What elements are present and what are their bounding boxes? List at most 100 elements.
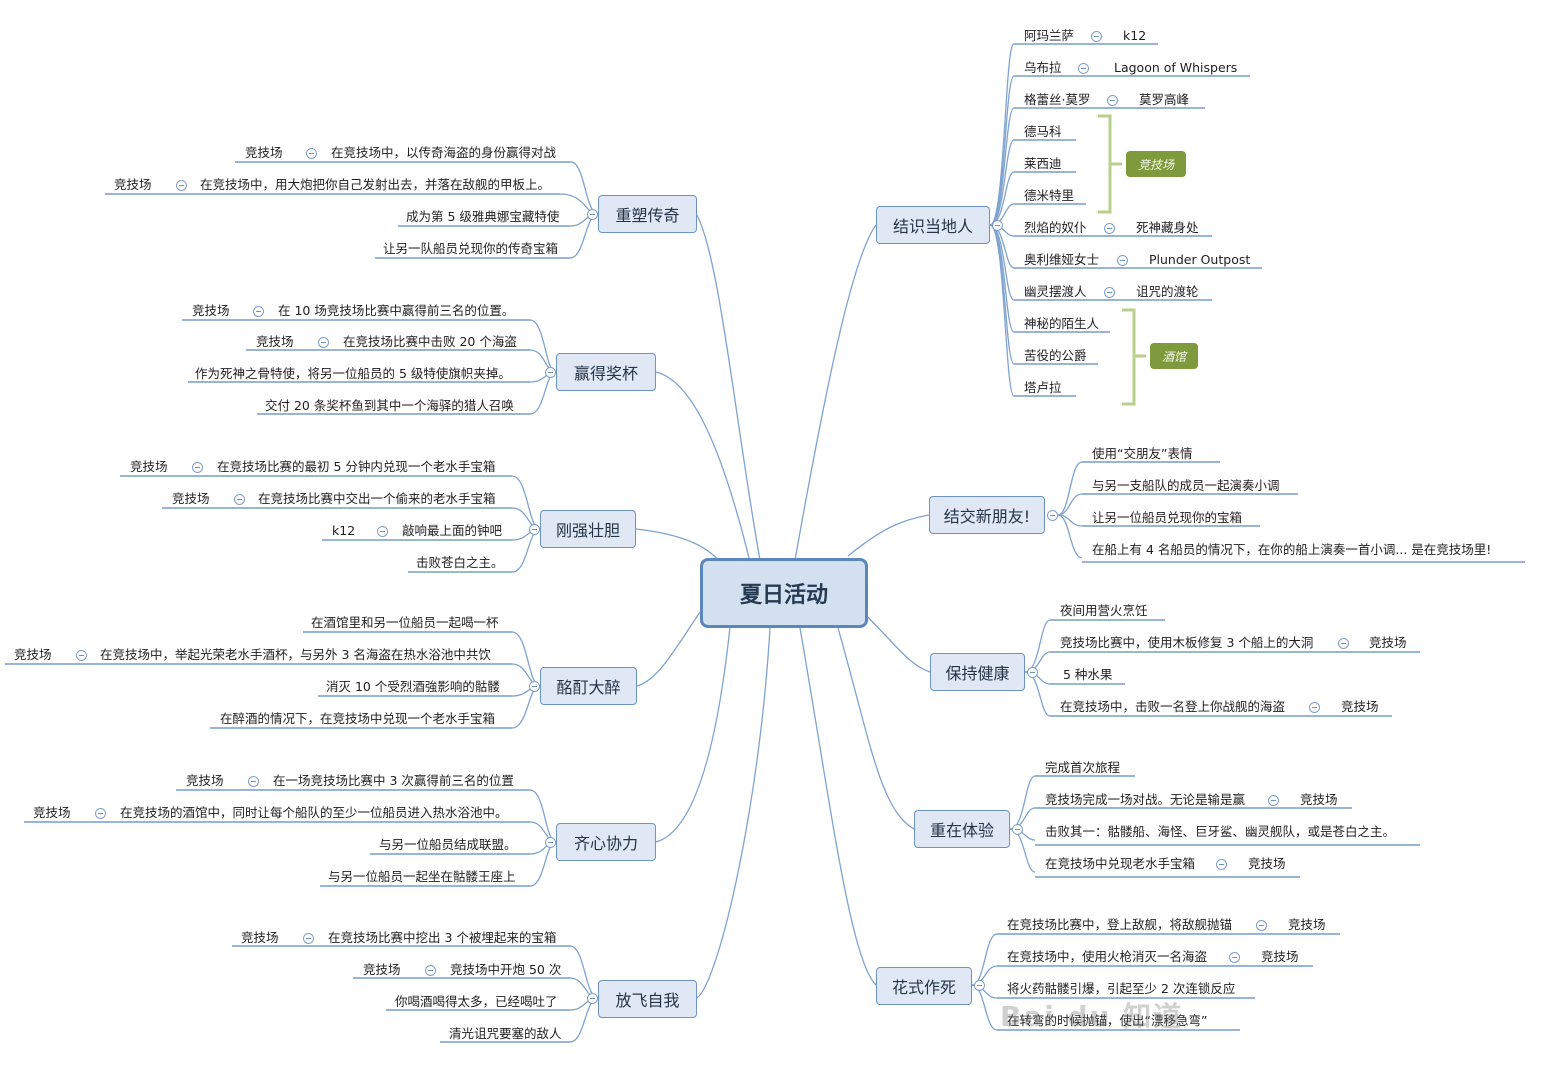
- branch-meet-locals[interactable]: 结识当地人: [876, 206, 990, 244]
- collapse-toggle-icon[interactable]: [1338, 638, 1349, 649]
- leaf-item[interactable]: 竞技场中开炮 50 次: [450, 962, 562, 977]
- leaf-item[interactable]: 在竞技场中，举起光荣老水手酒杯，与另外 3 名海盗在热水浴池中共饮: [100, 647, 491, 662]
- leaf-item[interactable]: 在竞技场中，击败一名登上你战舰的海盗: [1060, 699, 1286, 714]
- leaf-item[interactable]: 在竞技场中，使用火枪消灭一名海盗: [1007, 949, 1208, 964]
- leaf-item[interactable]: 与另一支船队的成员一起演奏小调: [1092, 478, 1280, 493]
- leaf-item[interactable]: 格蕾丝·莫罗: [1024, 92, 1091, 107]
- collapse-toggle-icon[interactable]: [95, 808, 106, 819]
- arena-tag[interactable]: 竞技场: [245, 145, 283, 160]
- leaf-item[interactable]: 在 10 场竞技场比赛中赢得前三名的位置。: [278, 303, 515, 318]
- leaf-item[interactable]: 幽灵摆渡人: [1024, 284, 1087, 299]
- arena-tag[interactable]: 竞技场: [114, 177, 152, 192]
- collapse-toggle-icon[interactable]: [529, 524, 540, 535]
- collapse-toggle-icon[interactable]: [1012, 824, 1023, 835]
- arena-tag[interactable]: 竞技场: [1369, 635, 1407, 650]
- arena-tag[interactable]: 竞技场: [1300, 792, 1338, 807]
- leaf-item[interactable]: 5 种水果: [1063, 667, 1113, 682]
- leaf-item[interactable]: 你喝酒喝得太多，已经喝吐了: [395, 994, 558, 1009]
- leaf-item[interactable]: 在竞技场比赛中，登上敌舰，将敌舰抛锚: [1007, 917, 1233, 932]
- collapse-toggle-icon[interactable]: [234, 494, 245, 505]
- collapse-toggle-icon[interactable]: [1047, 510, 1058, 521]
- ferry-tag[interactable]: 诅咒的渡轮: [1136, 284, 1199, 299]
- collapse-toggle-icon[interactable]: [425, 965, 436, 976]
- collapse-toggle-icon[interactable]: [974, 980, 985, 991]
- collapse-toggle-icon[interactable]: [587, 209, 598, 220]
- collapse-toggle-icon[interactable]: [545, 367, 556, 378]
- leaf-item[interactable]: 竞技场比赛中，使用木板修复 3 个船上的大洞: [1060, 635, 1314, 650]
- arena-tag[interactable]: 竞技场: [1248, 856, 1286, 871]
- collapse-toggle-icon[interactable]: [1027, 667, 1038, 678]
- branch-brave[interactable]: 刚强壮胆: [540, 510, 636, 548]
- leaf-item[interactable]: 在竞技场比赛中击败 20 个海盗: [343, 334, 517, 349]
- leaf-item[interactable]: 与另一位船员一起坐在骷髅王座上: [328, 869, 516, 884]
- leaf-item[interactable]: 在转弯的时候抛锚，使出“漂移急弯”: [1007, 1013, 1208, 1028]
- collapse-toggle-icon[interactable]: [1104, 287, 1115, 298]
- arena-tag[interactable]: 竞技场: [130, 459, 168, 474]
- leaf-item[interactable]: 消灭 10 个受烈酒強影响的骷髅: [326, 679, 500, 694]
- collapse-toggle-icon[interactable]: [529, 681, 540, 692]
- collapse-toggle-icon[interactable]: [1216, 859, 1227, 870]
- leaf-item[interactable]: 塔卢拉: [1024, 380, 1062, 395]
- branch-stay-healthy[interactable]: 保持健康: [930, 653, 1025, 691]
- collapse-toggle-icon[interactable]: [76, 650, 87, 661]
- leaf-item[interactable]: 德马科: [1024, 124, 1062, 139]
- branch-drunk[interactable]: 酩酊大醉: [540, 667, 637, 705]
- branch-teamwork[interactable]: 齐心协力: [556, 823, 656, 861]
- collapse-toggle-icon[interactable]: [1104, 223, 1115, 234]
- collapse-toggle-icon[interactable]: [1117, 255, 1128, 266]
- branch-fancy-death[interactable]: 花式作死: [876, 967, 972, 1005]
- collapse-toggle-icon[interactable]: [545, 837, 556, 848]
- leaf-item[interactable]: 在竞技场中，以传奇海盗的身份赢得对战: [331, 145, 557, 160]
- leaf-item[interactable]: 使用“交朋友”表情: [1092, 446, 1193, 461]
- leaf-item[interactable]: 在酒馆里和另一位船员一起喝一杯: [311, 615, 499, 630]
- leaf-item[interactable]: 在竞技场比赛中交出一个偷来的老水手宝箱: [258, 491, 496, 506]
- leaf-item[interactable]: 让另一位船员兑现你的宝箱: [1092, 510, 1243, 525]
- collapse-toggle-icon[interactable]: [587, 993, 598, 1004]
- leaf-item[interactable]: 在竞技场的酒馆中，同时让每个船队的至少一位船员进入热水浴池中。: [120, 805, 508, 820]
- arena-tag[interactable]: 竞技场: [1288, 917, 1326, 932]
- arena-tag[interactable]: 竞技场: [172, 491, 210, 506]
- leaf-item[interactable]: 与另一位船员结成联盟。: [379, 837, 517, 852]
- leaf-item[interactable]: 击败苍白之主。: [416, 555, 504, 570]
- reaper-tag[interactable]: 死神藏身处: [1136, 220, 1199, 235]
- collapse-toggle-icon[interactable]: [1309, 702, 1320, 713]
- moro-tag[interactable]: 莫罗高峰: [1139, 92, 1190, 107]
- leaf-item[interactable]: 奥利维娅女士: [1024, 252, 1100, 267]
- leaf-item[interactable]: 烈焰的奴仆: [1024, 220, 1087, 235]
- branch-experience[interactable]: 重在体验: [914, 810, 1010, 848]
- collapse-toggle-icon[interactable]: [377, 526, 388, 537]
- collapse-toggle-icon[interactable]: [1078, 63, 1089, 74]
- leaf-item[interactable]: 德米特里: [1024, 188, 1075, 203]
- leaf-item[interactable]: 作为死神之骨特使，将另一位船员的 5 级特使旗帜夹掉。: [195, 366, 511, 381]
- collapse-toggle-icon[interactable]: [303, 933, 314, 944]
- branch-win-trophy[interactable]: 赢得奖杯: [556, 353, 656, 391]
- arena-tag[interactable]: 竞技场: [241, 930, 279, 945]
- leaf-item[interactable]: 完成首次旅程: [1045, 760, 1121, 775]
- collapse-toggle-icon[interactable]: [318, 337, 329, 348]
- leaf-item[interactable]: 竞技场完成一场对战。无论是输是赢: [1045, 792, 1246, 807]
- arena-tag[interactable]: 竞技场: [256, 334, 294, 349]
- group-label-arena[interactable]: 竞技场: [1126, 151, 1187, 177]
- collapse-toggle-icon[interactable]: [1107, 95, 1118, 106]
- leaf-item[interactable]: 在船上有 4 名船员的情况下，在你的船上演奏一首小调... 是在竞技场里!: [1092, 542, 1492, 557]
- leaf-item[interactable]: 成为第 5 级雅典娜宝藏特使: [406, 209, 560, 224]
- collapse-toggle-icon[interactable]: [253, 306, 264, 317]
- leaf-item[interactable]: 在竞技场中兑现老水手宝箱: [1045, 856, 1196, 871]
- collapse-toggle-icon[interactable]: [248, 776, 259, 787]
- collapse-toggle-icon[interactable]: [1091, 31, 1102, 42]
- leaf-item[interactable]: 阿玛兰萨: [1024, 28, 1075, 43]
- leaf-item[interactable]: 交付 20 条奖杯鱼到其中一个海驿的猎人召唤: [265, 398, 514, 413]
- group-label-tavern[interactable]: 酒馆: [1150, 343, 1199, 369]
- leaf-item[interactable]: 苦役的公爵: [1024, 348, 1087, 363]
- leaf-item[interactable]: 击败其一：骷髅船、海怪、巨牙鲨、幽灵舰队，或是苍白之主。: [1045, 824, 1396, 839]
- plunder-tag[interactable]: Plunder Outpost: [1149, 252, 1251, 267]
- leaf-item[interactable]: 在竞技场中，用大炮把你自己发射出去，并落在敌舰的甲板上。: [200, 177, 551, 192]
- leaf-item[interactable]: 神秘的陌生人: [1024, 316, 1100, 331]
- arena-tag[interactable]: 竞技场: [1261, 949, 1299, 964]
- leaf-item[interactable]: 在竞技场比赛中挖出 3 个被埋起来的宝箱: [328, 930, 557, 945]
- collapse-toggle-icon[interactable]: [1229, 952, 1240, 963]
- central-topic[interactable]: 夏日活动: [700, 558, 868, 628]
- branch-let-loose[interactable]: 放飞自我: [598, 980, 697, 1018]
- collapse-toggle-icon[interactable]: [1268, 795, 1279, 806]
- leaf-item[interactable]: 让另一队船员兑现你的传奇宝箱: [383, 241, 559, 256]
